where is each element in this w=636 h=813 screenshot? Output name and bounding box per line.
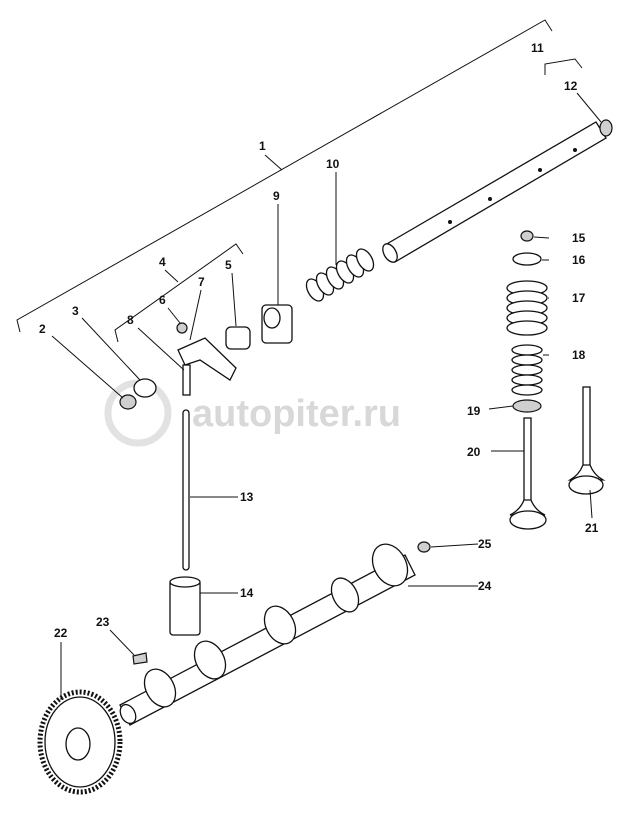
camshaft — [119, 543, 416, 726]
valve-cap — [520, 230, 534, 242]
callout-15: 15 — [572, 231, 586, 245]
callout-16: 16 — [572, 253, 586, 267]
spring-seat — [512, 399, 542, 413]
callout-22: 22 — [54, 626, 68, 640]
callout-17: 17 — [572, 291, 586, 305]
inner-valve-spring — [511, 344, 543, 396]
callout-12: 12 — [564, 79, 578, 93]
callout-2: 2 — [39, 322, 46, 336]
circlip — [119, 394, 137, 410]
rocker-shaft — [382, 119, 613, 263]
callout-14: 14 — [240, 586, 254, 600]
adjusting-screw — [182, 364, 191, 396]
cam-gear — [37, 689, 123, 795]
callout-6: 6 — [159, 293, 166, 307]
outer-valve-spring — [506, 280, 548, 336]
callout-9: 9 — [273, 189, 280, 203]
callout-23: 23 — [96, 615, 110, 629]
callout-24: 24 — [478, 579, 492, 593]
nut — [176, 322, 188, 334]
callout-25: 25 — [478, 537, 492, 551]
valve-21 — [567, 386, 606, 495]
tappet — [169, 579, 201, 636]
shaft-spring — [305, 248, 375, 302]
callout-18: 18 — [572, 348, 586, 362]
callout-labels: 1 2 3 4 5 6 7 8 9 10 11 12 13 14 15 16 1… — [39, 41, 599, 640]
callout-11: 11 — [531, 41, 544, 55]
callout-4: 4 — [159, 255, 166, 269]
callout-20: 20 — [467, 445, 481, 459]
leader-lines — [51, 92, 602, 700]
callout-5: 5 — [225, 258, 232, 272]
bushing — [225, 326, 251, 350]
callout-8: 8 — [127, 313, 134, 327]
callout-10: 10 — [326, 157, 340, 171]
washer — [133, 378, 157, 398]
valve-20 — [509, 417, 547, 530]
group-brackets — [16, 19, 583, 343]
plug-25 — [417, 541, 431, 553]
shaft-plug — [599, 119, 613, 137]
spring-retainer — [512, 252, 542, 266]
callout-13: 13 — [240, 490, 254, 504]
pushrod — [182, 409, 190, 571]
callout-3: 3 — [72, 304, 79, 318]
key — [132, 652, 148, 665]
callout-1: 1 — [259, 139, 266, 153]
watermark-text: autopiter.ru — [192, 393, 401, 435]
callout-19: 19 — [467, 404, 481, 418]
callout-7: 7 — [198, 275, 205, 289]
rocker-support — [261, 304, 293, 344]
callout-21: 21 — [585, 521, 599, 535]
